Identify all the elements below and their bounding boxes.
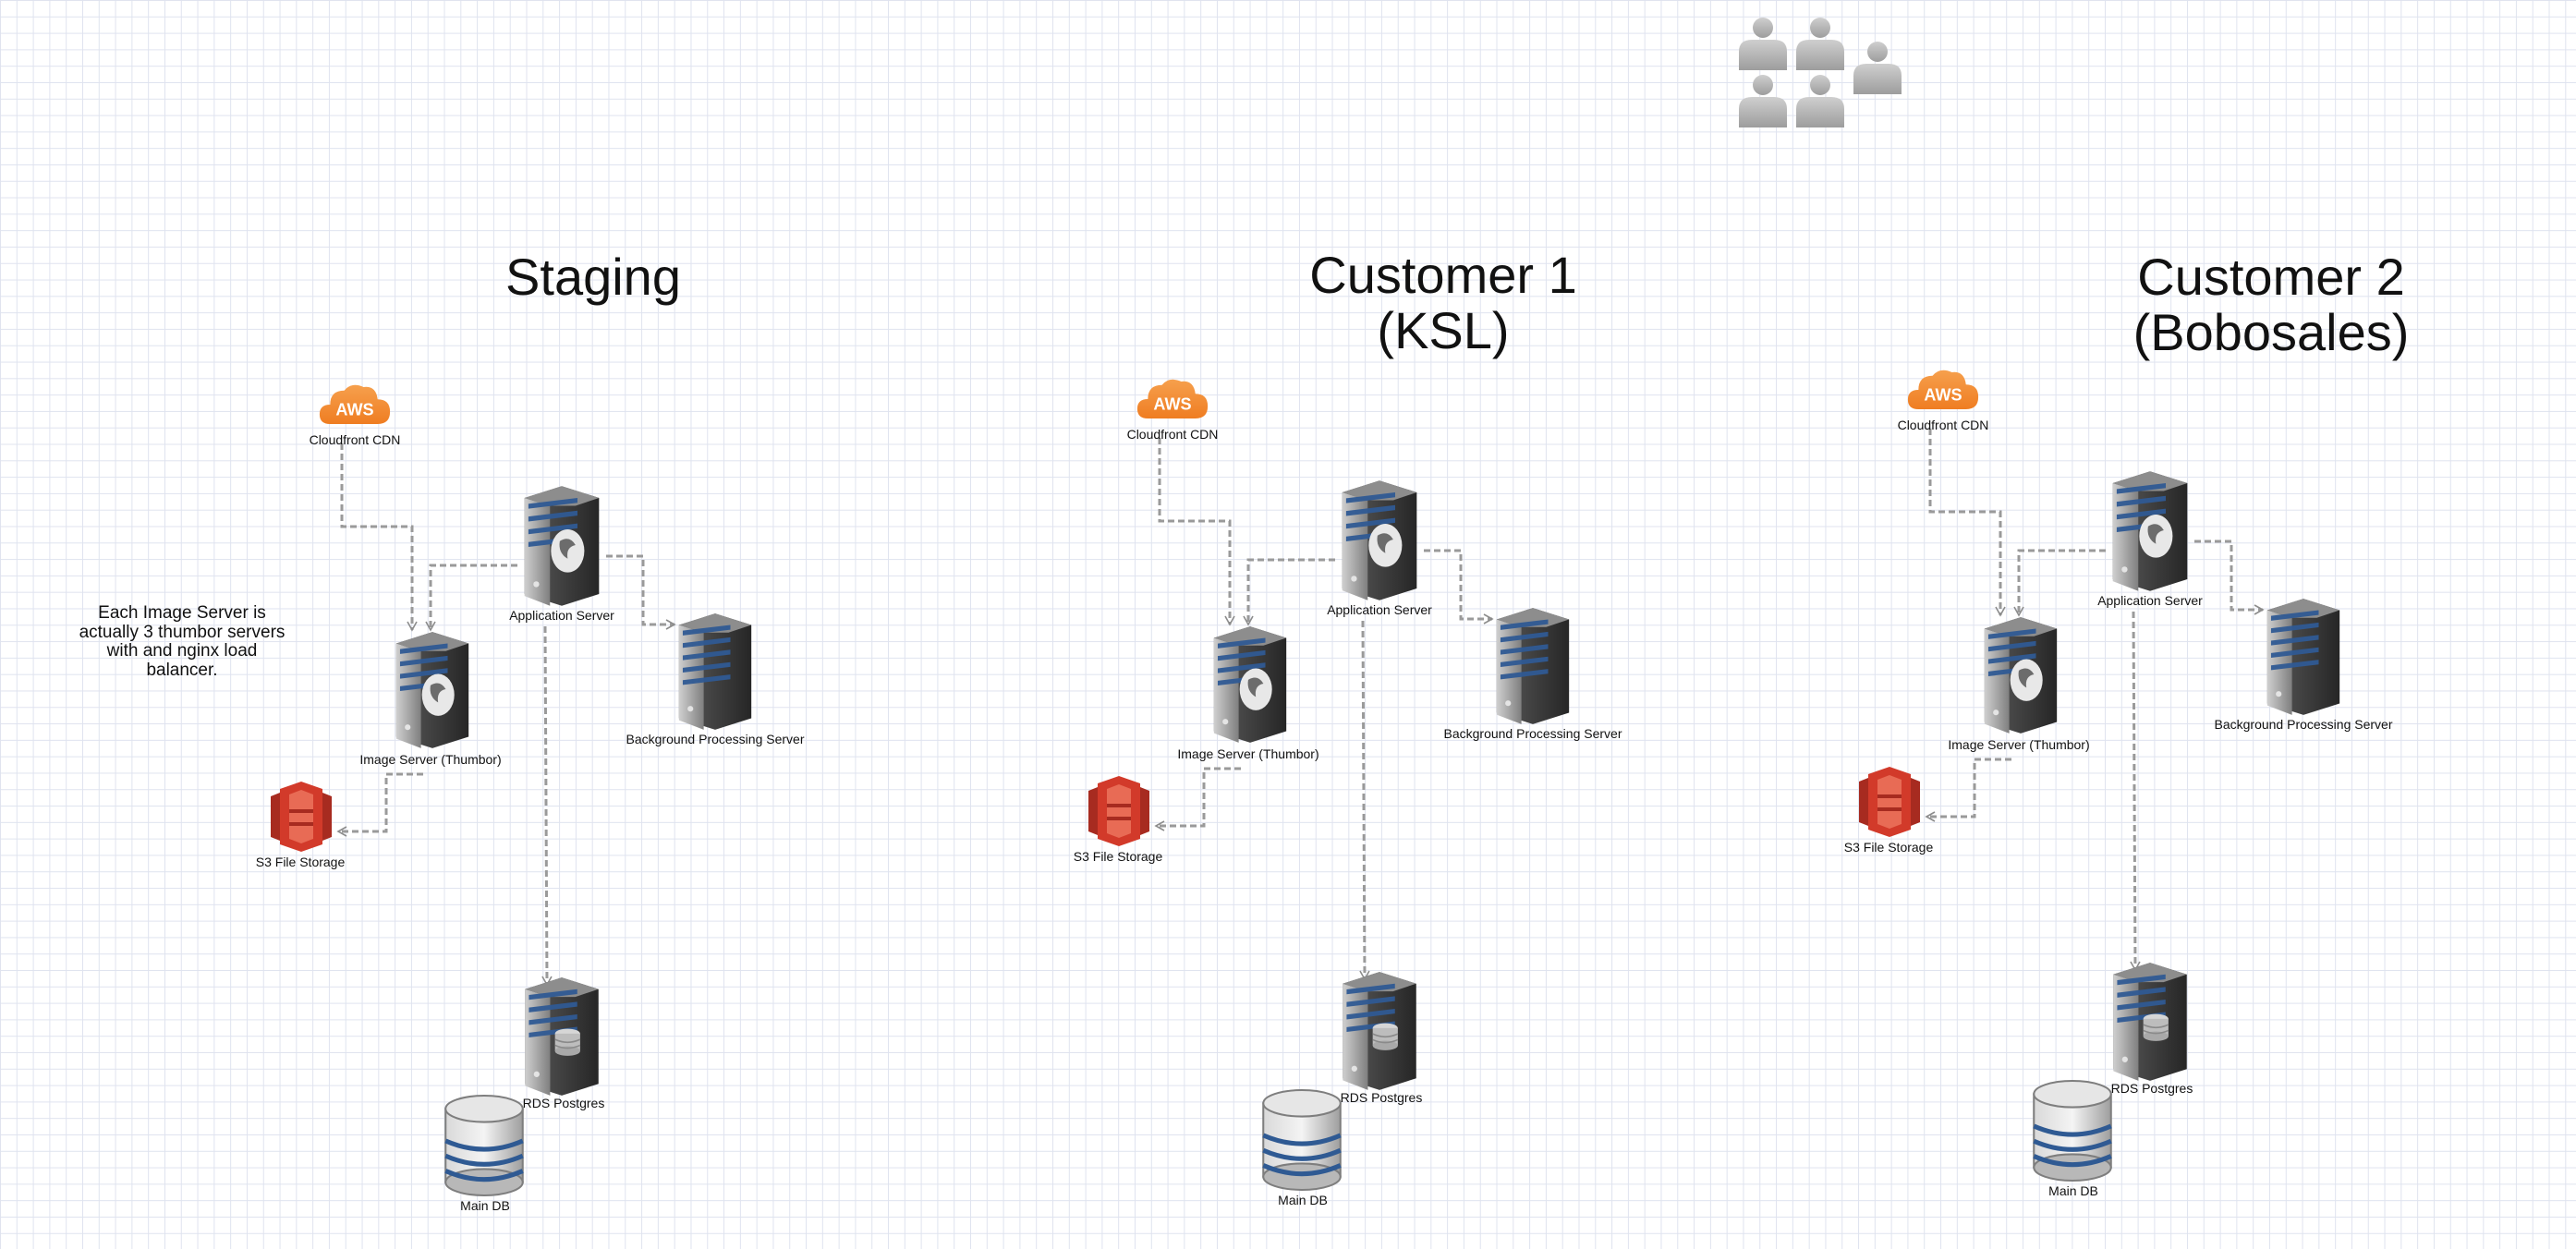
section-title-customer1: Customer 1 (KSL)	[1309, 246, 1577, 360]
customer1-application-server-icon	[1335, 477, 1424, 609]
customer2-db-label: Main DB	[2048, 1183, 2098, 1198]
customer2-app-label: Application Server	[2097, 593, 2203, 608]
section-title-staging: Staging	[505, 248, 681, 306]
staging-edge-cdn-image	[340, 443, 418, 632]
customer1-image-server-icon	[1206, 623, 1294, 751]
customer2-application-server-icon	[2106, 467, 2194, 600]
customer2-edge-app-image	[2013, 549, 2106, 617]
customer2-s3-bucket-icon	[1856, 765, 1923, 843]
staging-db-label: Main DB	[460, 1198, 510, 1213]
staging-s3-label: S3 File Storage	[255, 855, 346, 869]
customer2-image-label: Image Server (Thumbor)	[1948, 737, 2090, 752]
staging-aws-cloud-icon: AWS	[318, 379, 392, 435]
customer2-background-server-icon	[2259, 595, 2348, 723]
customer1-edge-image-s3	[1154, 767, 1241, 831]
customer1-bg-label: Background Processing Server	[1443, 726, 1622, 741]
customer1-aws-cloud-icon: AWS	[1136, 373, 1209, 430]
customer1-cdn-label: Cloudfront CDN	[1126, 427, 1219, 442]
staging-edge-app-rds	[541, 625, 553, 987]
customer1-edge-cdn-image	[1158, 438, 1235, 626]
customer2-edge-image-s3	[1925, 758, 2011, 822]
svg-text:AWS: AWS	[335, 400, 373, 418]
customer2-cdn-label: Cloudfront CDN	[1897, 418, 1989, 432]
customer2-edge-cdn-image	[1928, 429, 2006, 617]
staging-edge-image-s3	[336, 772, 423, 837]
customer2-image-server-icon	[1976, 613, 2065, 742]
staging-edge-app-image	[425, 564, 517, 632]
staging-image-label: Image Server (Thumbor)	[359, 752, 502, 767]
customer2-edge-app-rds	[2130, 611, 2141, 972]
staging-image-server-icon	[388, 628, 477, 757]
customer1-s3-label: S3 File Storage	[1073, 849, 1163, 864]
customer1-app-label: Application Server	[1327, 602, 1432, 617]
customer1-edge-app-bg	[1424, 549, 1494, 624]
staging-background-server-icon	[671, 610, 759, 738]
customer1-edge-app-image	[1243, 558, 1335, 626]
customer2-edge-app-bg	[2194, 540, 2265, 615]
staging-rds-server-icon	[517, 974, 606, 1104]
staging-s3-bucket-icon	[268, 780, 334, 858]
customer2-aws-cloud-icon: AWS	[1906, 364, 1980, 420]
svg-text:AWS: AWS	[1153, 394, 1191, 413]
staging-cdn-label: Cloudfront CDN	[309, 432, 401, 447]
staging-bg-label: Background Processing Server	[626, 732, 805, 746]
staging-database-cylinder-icon	[442, 1094, 527, 1202]
section-title-customer2: Customer 2 (Bobosales)	[2132, 248, 2410, 362]
customer1-image-label: Image Server (Thumbor)	[1177, 746, 1319, 761]
customer1-edge-app-rds	[1359, 620, 1370, 981]
customer1-rds-server-icon	[1335, 968, 1424, 1098]
customer1-s3-bucket-icon	[1086, 774, 1152, 853]
customer2-s3-label: S3 File Storage	[1843, 840, 1934, 855]
customer2-database-cylinder-icon	[2030, 1079, 2115, 1187]
customer2-bg-label: Background Processing Server	[2214, 717, 2393, 732]
customer1-db-label: Main DB	[1278, 1193, 1328, 1207]
customer1-rds-label: RDS Postgres	[1340, 1090, 1423, 1105]
staging-app-label: Application Server	[509, 608, 614, 623]
image-server-note: Each Image Server is actually 3 thumbor …	[79, 603, 286, 680]
customer2-rds-server-icon	[2106, 959, 2194, 1089]
staging-edge-app-bg	[606, 554, 676, 630]
staging-application-server-icon	[517, 482, 606, 614]
customer1-database-cylinder-icon	[1259, 1088, 1344, 1196]
svg-text:AWS: AWS	[1924, 385, 1962, 404]
customer2-rds-label: RDS Postgres	[2110, 1081, 2193, 1096]
staging-rds-label: RDS Postgres	[522, 1096, 605, 1110]
users-group-icon	[1739, 18, 1902, 127]
customer1-background-server-icon	[1488, 604, 1577, 733]
